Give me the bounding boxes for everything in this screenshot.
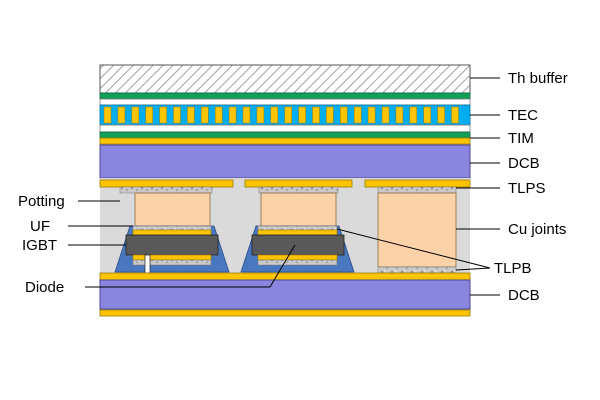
tec-top-green-plate xyxy=(99,92,471,100)
leader-tlpb-1 xyxy=(336,228,491,269)
tlps-layer-1 xyxy=(119,186,213,194)
chip-bottom-tlpb-1 xyxy=(132,259,212,266)
label-dcb-top: DCB xyxy=(508,155,540,172)
tec-pellet xyxy=(187,106,195,124)
label-tlpb: TLPB xyxy=(494,260,532,277)
tec-pellet xyxy=(228,106,237,124)
tec-pellet xyxy=(326,106,334,124)
leader-tlpb-2 xyxy=(455,267,491,271)
chip-top-pad-1 xyxy=(132,229,212,236)
tec-pellet xyxy=(312,106,320,124)
tec-pellet xyxy=(395,106,404,124)
cu-joint-1 xyxy=(134,192,211,227)
tec-pellet xyxy=(159,106,167,124)
dcb-bottom-base-copper xyxy=(99,309,471,317)
tec-pellet xyxy=(353,106,362,124)
tec-pellet xyxy=(173,106,181,124)
tec-pellet xyxy=(381,106,390,124)
tec-pellet xyxy=(423,106,431,124)
tec-pellet xyxy=(409,106,418,124)
tec-pellet xyxy=(437,106,445,124)
label-potting: Potting xyxy=(18,193,65,210)
chip-top-pad-2 xyxy=(257,229,338,236)
chip-bottom-tlpb-2 xyxy=(257,259,338,266)
tec-pellet xyxy=(340,106,348,124)
igbt-chip-1 xyxy=(125,234,219,256)
dcb-bottom-substrate xyxy=(99,279,471,310)
tlps-layer-2 xyxy=(258,186,339,194)
tec-pellet xyxy=(201,106,209,124)
tec-pellet xyxy=(256,106,265,124)
dcb-bottom-top-copper xyxy=(99,272,471,281)
leader-diode xyxy=(85,244,296,288)
label-tlps: TLPS xyxy=(508,180,546,197)
tec-pellets xyxy=(103,106,459,124)
label-dcb-bottom: DCB xyxy=(508,287,540,304)
tlps-layer-3 xyxy=(377,186,457,194)
tec-pellet xyxy=(284,106,292,124)
tec-pellet xyxy=(145,106,153,124)
tec-pellet xyxy=(117,106,126,124)
tec-bottom-white-plate xyxy=(99,124,471,133)
tec-pellet xyxy=(270,106,279,124)
cu-joint-2 xyxy=(260,192,337,227)
tec-pellet xyxy=(367,106,376,124)
label-diode: Diode xyxy=(25,279,64,296)
tec-pellet xyxy=(451,106,459,124)
cu-joint-3 xyxy=(377,192,457,268)
chip-bottom-pad-2 xyxy=(257,254,338,261)
dcb-top-pad-3 xyxy=(364,179,471,188)
label-tec: TEC xyxy=(508,107,538,124)
dcb-top-substrate xyxy=(99,144,471,179)
tec-pellet xyxy=(298,106,306,124)
chip-top-tlpb-2 xyxy=(257,225,338,231)
tec-top-white-plate xyxy=(99,98,471,106)
label-cu-joints: Cu joints xyxy=(508,221,566,238)
tec-pellet xyxy=(131,106,140,124)
label-uf: UF xyxy=(30,218,50,235)
label-tim: TIM xyxy=(508,130,534,147)
label-igbt: IGBT xyxy=(22,237,57,254)
dcb-top-pad-1 xyxy=(99,179,234,188)
dcb-top-pad-2 xyxy=(244,179,353,188)
tim-copper-layer xyxy=(99,137,471,145)
diode-contact-post xyxy=(144,254,151,274)
tlpb-layer-3 xyxy=(377,266,457,274)
chip-top-tlpb-1 xyxy=(132,225,212,231)
thermal-buffer-layer xyxy=(99,64,471,94)
tec-pellet xyxy=(242,106,251,124)
tec-pellet xyxy=(103,106,112,124)
igbt-chip-2 xyxy=(251,234,345,256)
label-th-buffer: Th buffer xyxy=(508,70,568,87)
tim-layer xyxy=(99,131,471,139)
tec-pellet xyxy=(214,106,223,124)
